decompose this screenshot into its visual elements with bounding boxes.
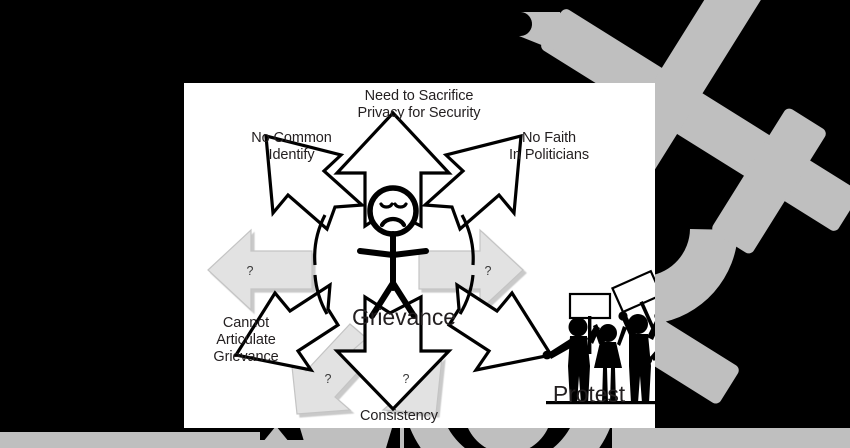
arrow-up-right [421,133,523,232]
label-no-faith-in-politicians: No Faith In Politicians [509,130,589,164]
arrow-up-left [264,133,366,232]
sad-stick-figure-icon [357,185,429,319]
arrow-down-right-outline [446,281,554,373]
grievance-cycle-diagram [184,83,655,428]
diagram-panel: Need to Sacrifice Privacy for Security N… [184,83,655,428]
label-no-common-identify: No Common Identify [251,130,332,164]
label-protest: Protest [552,381,626,407]
arrow-right-question-mark: ? [484,264,492,278]
arrow-down [333,294,453,412]
arrow-left [207,228,313,312]
arrow-down-left-outline [233,281,341,373]
protest-crowd-icon [542,269,655,405]
label-consistency: Consistency [360,408,438,424]
arrow-down-left-question-mark: ? [324,372,332,386]
outline-arrow-group [233,110,554,412]
label-sacrifice: Need to Sacrifice Privacy for Security [357,88,481,122]
label-cannot-articulate-grievance: Cannot Articulate Grievance [213,315,279,366]
label-grievance: Grievance [352,304,456,330]
arrow-left-question-mark: ? [246,264,254,278]
arrow-down-right-question-mark: ? [402,372,410,386]
cycle-ring [313,214,475,315]
